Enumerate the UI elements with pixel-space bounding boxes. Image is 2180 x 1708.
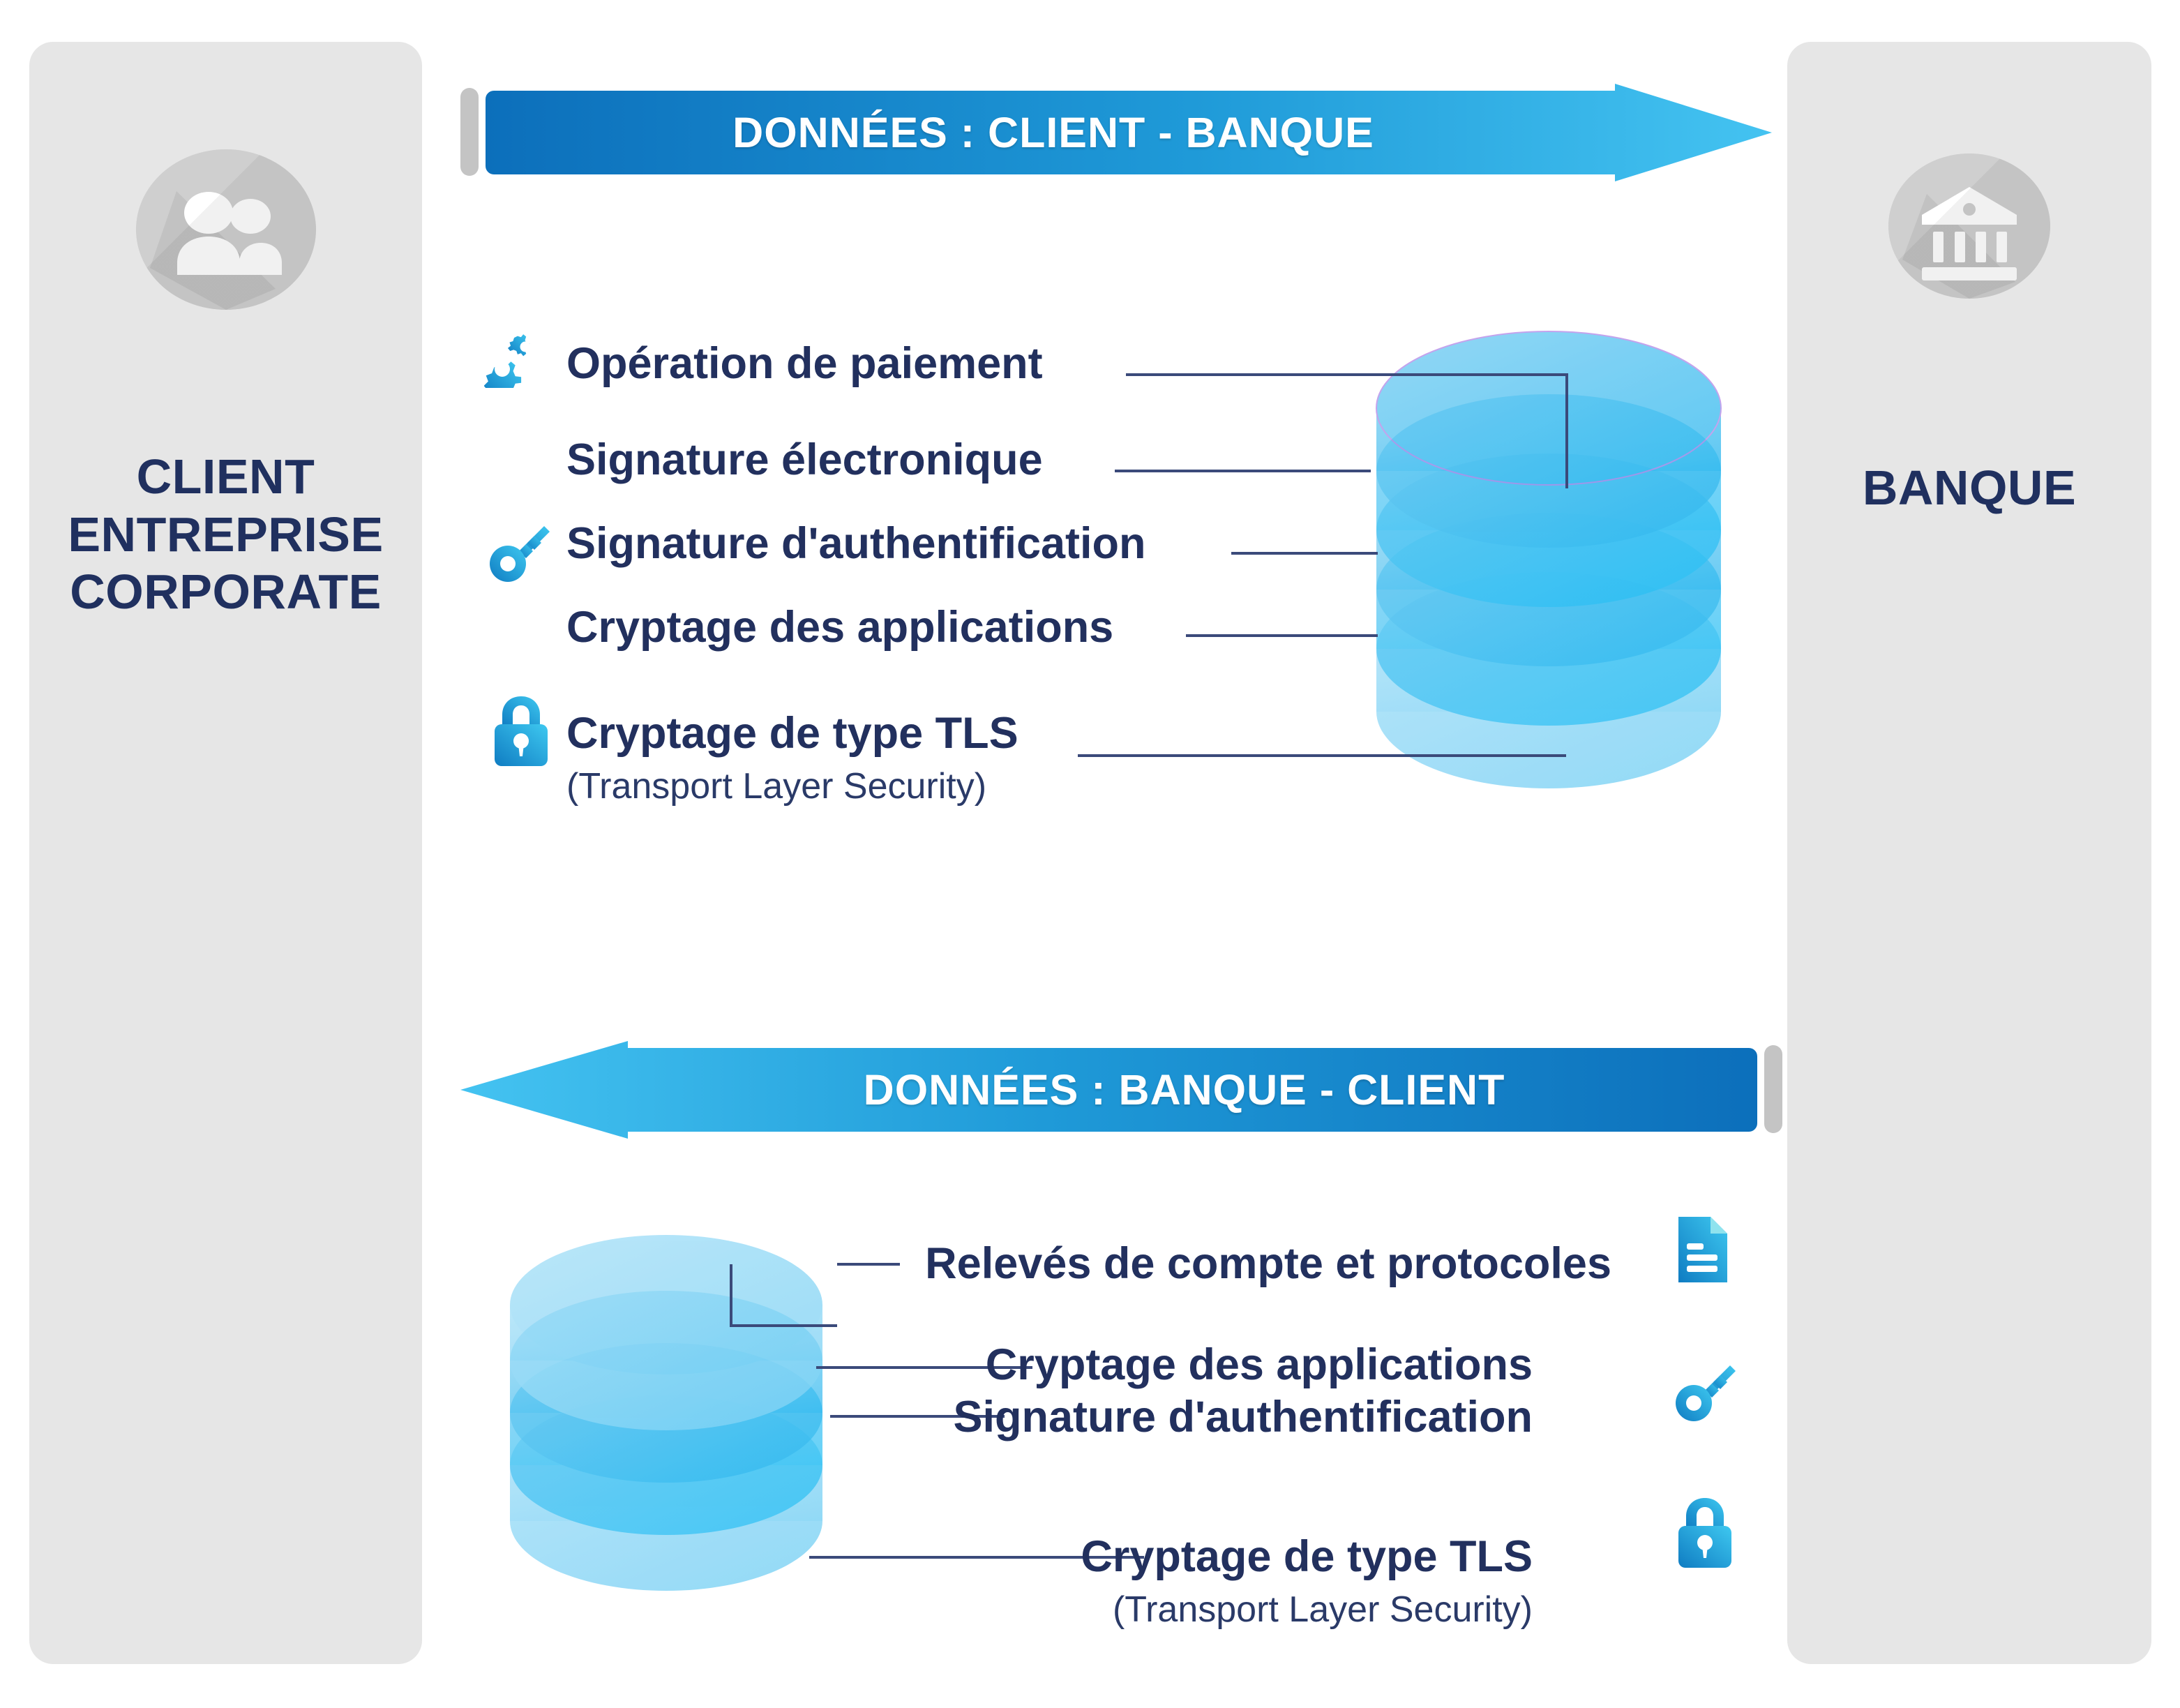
- key-icon: [488, 525, 551, 582]
- client-title-line-2: ENTREPRISE: [68, 507, 384, 562]
- feature-tls-title: Cryptage de type TLS: [566, 709, 1018, 758]
- feature-tls-subtitle: (Transport Layer Security): [1112, 1589, 1533, 1630]
- key-icon: [1674, 1364, 1737, 1421]
- bank-panel-title: BANQUE: [1862, 460, 2077, 515]
- feature-label-signature-authentification-bottom: Signature d'authentification: [953, 1393, 1533, 1441]
- arrow-tail-cap: [460, 88, 479, 176]
- feature-label-paiement: Opération de paiement: [566, 339, 1043, 388]
- client-panel-title: CLIENT ENTREPRISE CORPORATE: [68, 448, 383, 621]
- bank-panel: BANQUE: [1787, 42, 2151, 1664]
- badge-shadow: [1888, 153, 2050, 299]
- feature-label-signature-electronique: Signature électronique: [566, 435, 1043, 484]
- bank-icon: [1888, 153, 2050, 299]
- data-cylinder-bottom: [488, 1221, 844, 1598]
- arrow-bank-to-client: DONNÉES : BANQUE - CLIENT: [460, 1041, 1782, 1139]
- arrow-tail-cap: [1764, 1045, 1782, 1133]
- lock-icon: [492, 695, 550, 767]
- feature-label-tls-top: Cryptage de type TLS (Transport Layer Se…: [566, 709, 1018, 807]
- feature-tls-title: Cryptage de type TLS: [1081, 1532, 1533, 1581]
- lock-icon: [1676, 1497, 1734, 1569]
- arrow-client-to-bank: DONNÉES : CLIENT - BANQUE: [460, 84, 1772, 181]
- feature-label-cryptage-applications-bottom: Cryptage des applications: [985, 1340, 1533, 1389]
- feature-tls-subtitle: (Transport Layer Security): [566, 766, 987, 807]
- badge-shadow: [135, 149, 316, 310]
- document-icon: [1676, 1215, 1730, 1284]
- feature-label-signature-authentification: Signature d'authentification: [566, 519, 1146, 568]
- feature-label-cryptage-applications: Cryptage des applications: [566, 603, 1114, 652]
- client-panel: CLIENT ENTREPRISE CORPORATE: [29, 42, 422, 1664]
- gears-icon: [484, 334, 544, 388]
- feature-label-tls-bottom: Cryptage de type TLS (Transport Layer Se…: [1081, 1535, 1533, 1628]
- users-icon: [135, 149, 316, 310]
- data-cylinder-top: [1353, 321, 1744, 823]
- feature-label-releves: Relevés de compte et protocoles: [925, 1239, 1611, 1288]
- client-title-line-3: CORPORATE: [70, 564, 382, 620]
- client-title-line-1: CLIENT: [136, 449, 315, 504]
